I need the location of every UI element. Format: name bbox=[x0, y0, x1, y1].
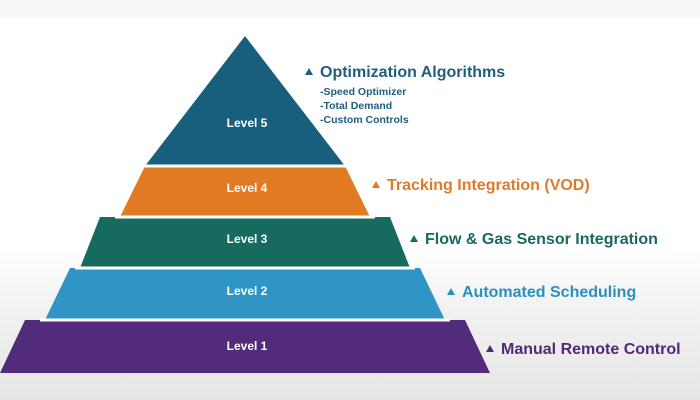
pyramid-tier-level-2 bbox=[45, 268, 445, 320]
pyramid-tier-level-3 bbox=[80, 217, 410, 268]
detail-item: -Speed Optimizer bbox=[320, 86, 407, 98]
top-band bbox=[0, 0, 700, 18]
pyramid-tier-level-1 bbox=[0, 320, 490, 373]
triangle-bullet-icon bbox=[372, 181, 380, 188]
annotation-level-1: Manual Remote Control bbox=[486, 341, 681, 359]
detail-item: -Total Demand bbox=[320, 100, 393, 112]
level-4-label: Level 4 bbox=[227, 181, 268, 195]
annotation-title: Automated Scheduling bbox=[462, 284, 637, 301]
annotation-title: Flow & Gas Sensor Integration bbox=[425, 231, 658, 248]
annotation-title: Manual Remote Control bbox=[501, 341, 681, 358]
level-2-label: Level 2 bbox=[227, 284, 268, 298]
annotation-level-4: Tracking Integration (VOD) bbox=[372, 177, 590, 195]
triangle-bullet-icon bbox=[447, 288, 455, 295]
level-5-detail-list: -Speed Optimizer -Total Demand -Custom C… bbox=[320, 85, 409, 127]
annotation-level-2: Automated Scheduling bbox=[447, 284, 636, 302]
level-1-label: Level 1 bbox=[227, 339, 268, 353]
detail-item: -Custom Controls bbox=[320, 114, 409, 126]
annotation-title: Tracking Integration (VOD) bbox=[387, 177, 590, 194]
triangle-bullet-icon bbox=[305, 68, 313, 75]
triangle-bullet-icon bbox=[486, 345, 494, 352]
annotation-level-3: Flow & Gas Sensor Integration bbox=[410, 231, 658, 249]
pyramid-tier-level-4 bbox=[120, 166, 370, 217]
triangle-bullet-icon bbox=[410, 235, 418, 242]
level-5-label: Level 5 bbox=[227, 116, 268, 130]
pyramid-tier-level-5 bbox=[145, 36, 345, 166]
level-3-label: Level 3 bbox=[227, 232, 268, 246]
annotation-title: Optimization Algorithms bbox=[320, 64, 506, 81]
annotation-level-5: Optimization Algorithms bbox=[305, 64, 505, 82]
